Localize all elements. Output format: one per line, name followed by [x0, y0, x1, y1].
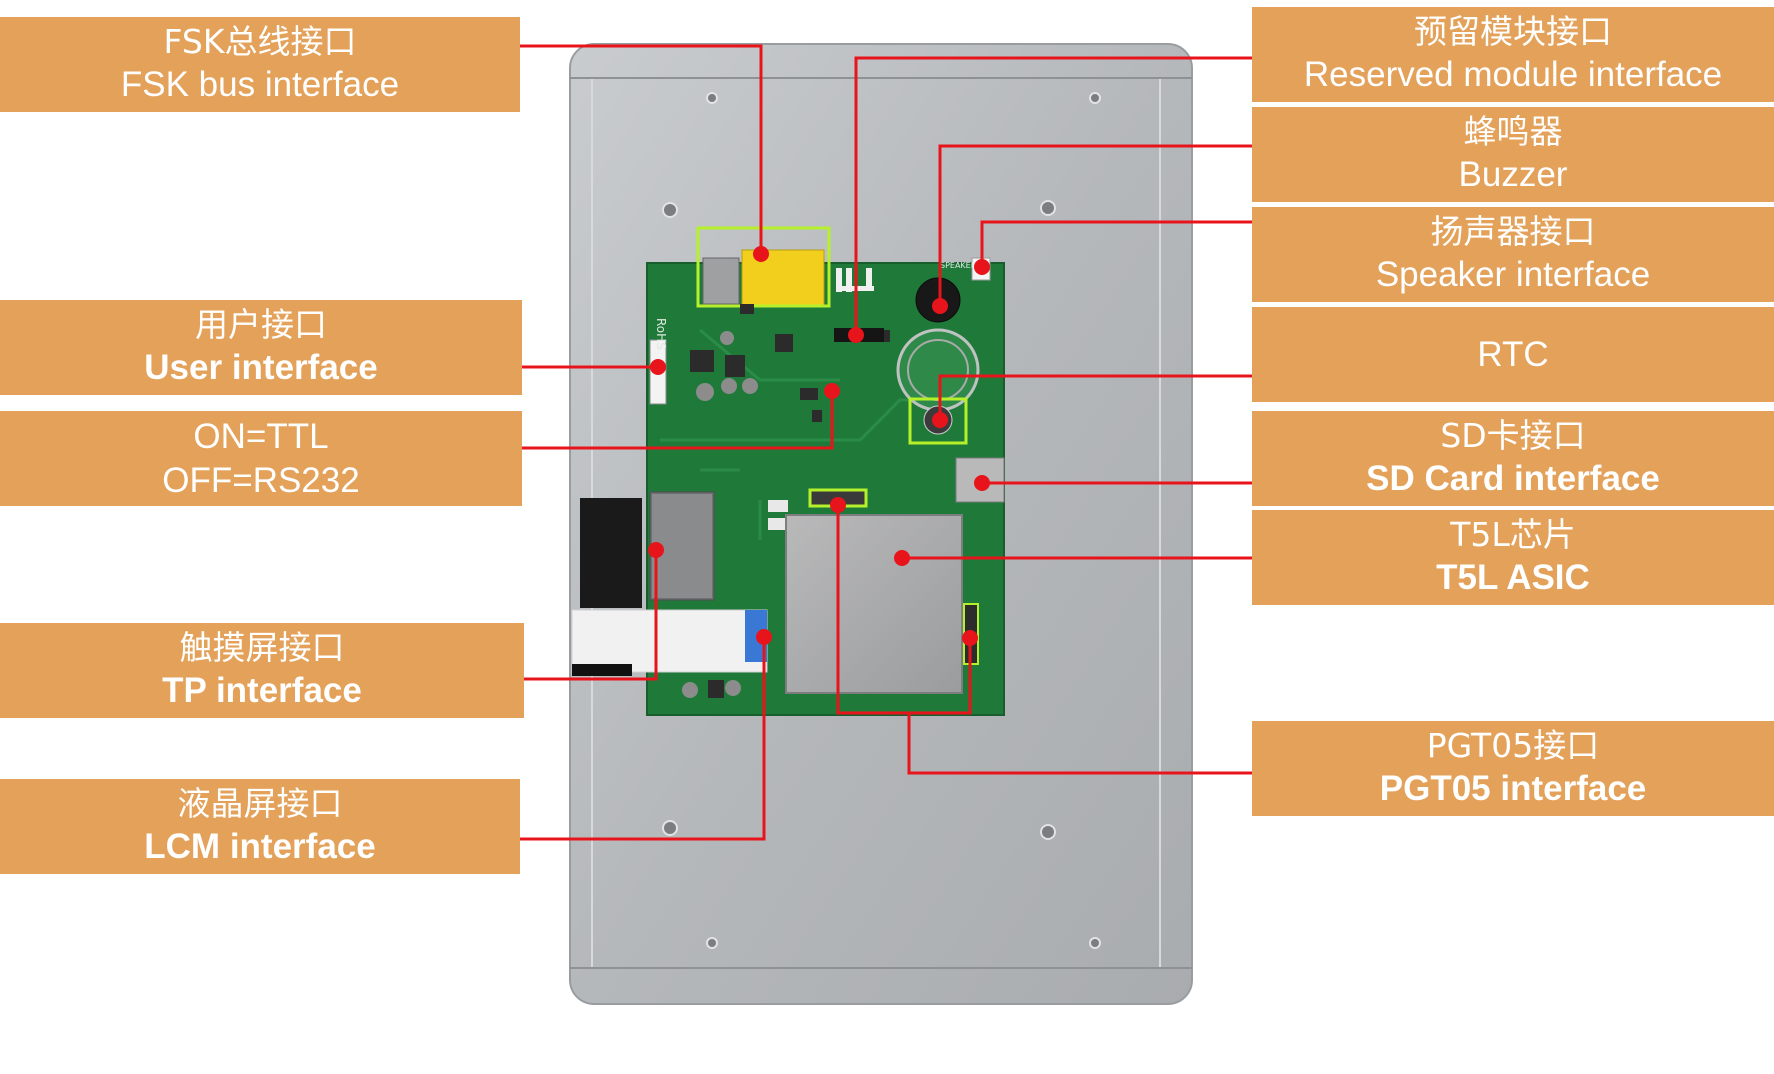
label-ttl-line: ON=TTL — [193, 417, 329, 457]
rtc-area — [896, 328, 980, 445]
label-tp-interface: 触摸屏接口 TP interface — [0, 623, 524, 718]
label-lcm-interface-zh: 液晶屏接口 — [177, 784, 343, 824]
label-tp-interface-en: TP interface — [162, 671, 362, 711]
rohs-marking: RoHS — [654, 318, 668, 350]
label-sd-card-en: SD Card interface — [1366, 459, 1660, 499]
label-ttl-rs232: ON=TTL OFF=RS232 — [0, 411, 522, 506]
label-rs232-line: OFF=RS232 — [162, 460, 360, 500]
label-t5l-asic: T5L芯片 T5L ASIC — [1252, 510, 1774, 605]
chip-top-header — [808, 488, 868, 508]
label-user-interface: 用户接口 User interface — [0, 300, 522, 395]
label-speaker-interface: 扬声器接口 Speaker interface — [1252, 207, 1774, 302]
label-rtc-text: RTC — [1477, 334, 1549, 374]
t5l-shield — [785, 514, 963, 694]
label-user-interface-en: User interface — [144, 348, 378, 388]
label-speaker-interface-zh: 扬声器接口 — [1430, 212, 1596, 252]
label-tp-interface-zh: 触摸屏接口 — [179, 628, 345, 668]
label-reserved-module-en: Reserved module interface — [1303, 55, 1723, 95]
pgt05-header — [963, 603, 979, 665]
label-fsk-bus-zh: FSK总线接口 — [163, 22, 357, 62]
label-user-interface-zh: 用户接口 — [195, 305, 327, 345]
label-lcm-interface: 液晶屏接口 LCM interface — [0, 779, 520, 874]
label-buzzer-zh: 蜂鸣器 — [1463, 112, 1563, 152]
buzzer — [915, 277, 961, 323]
label-buzzer-en: Buzzer — [1458, 155, 1568, 195]
speaker-silk-marking: SPEAKER — [940, 261, 977, 270]
label-fsk-bus: FSK总线接口 FSK bus interface — [0, 17, 520, 112]
label-sd-card-zh: SD卡接口 — [1440, 416, 1586, 456]
label-rtc: RTC — [1252, 307, 1774, 402]
label-pgt05-interface-en: PGT05 interface — [1379, 769, 1647, 809]
label-t5l-asic-zh: T5L芯片 — [1450, 515, 1576, 555]
label-speaker-interface-en: Speaker interface — [1375, 255, 1651, 295]
reserved-module-header — [834, 328, 884, 342]
label-reserved-module: 预留模块接口 Reserved module interface — [1252, 7, 1774, 102]
label-buzzer: 蜂鸣器 Buzzer — [1252, 107, 1774, 202]
label-fsk-bus-en: FSK bus interface — [120, 65, 400, 105]
label-pgt05-interface-zh: PGT05接口 — [1426, 726, 1600, 766]
label-sd-card: SD卡接口 SD Card interface — [1252, 411, 1774, 506]
label-reserved-module-zh: 预留模块接口 — [1414, 12, 1612, 52]
label-t5l-asic-en: T5L ASIC — [1436, 558, 1590, 598]
label-pgt05-interface: PGT05接口 PGT05 interface — [1252, 721, 1774, 816]
sd-card-slot — [955, 457, 1005, 503]
label-lcm-interface-en: LCM interface — [144, 827, 376, 867]
